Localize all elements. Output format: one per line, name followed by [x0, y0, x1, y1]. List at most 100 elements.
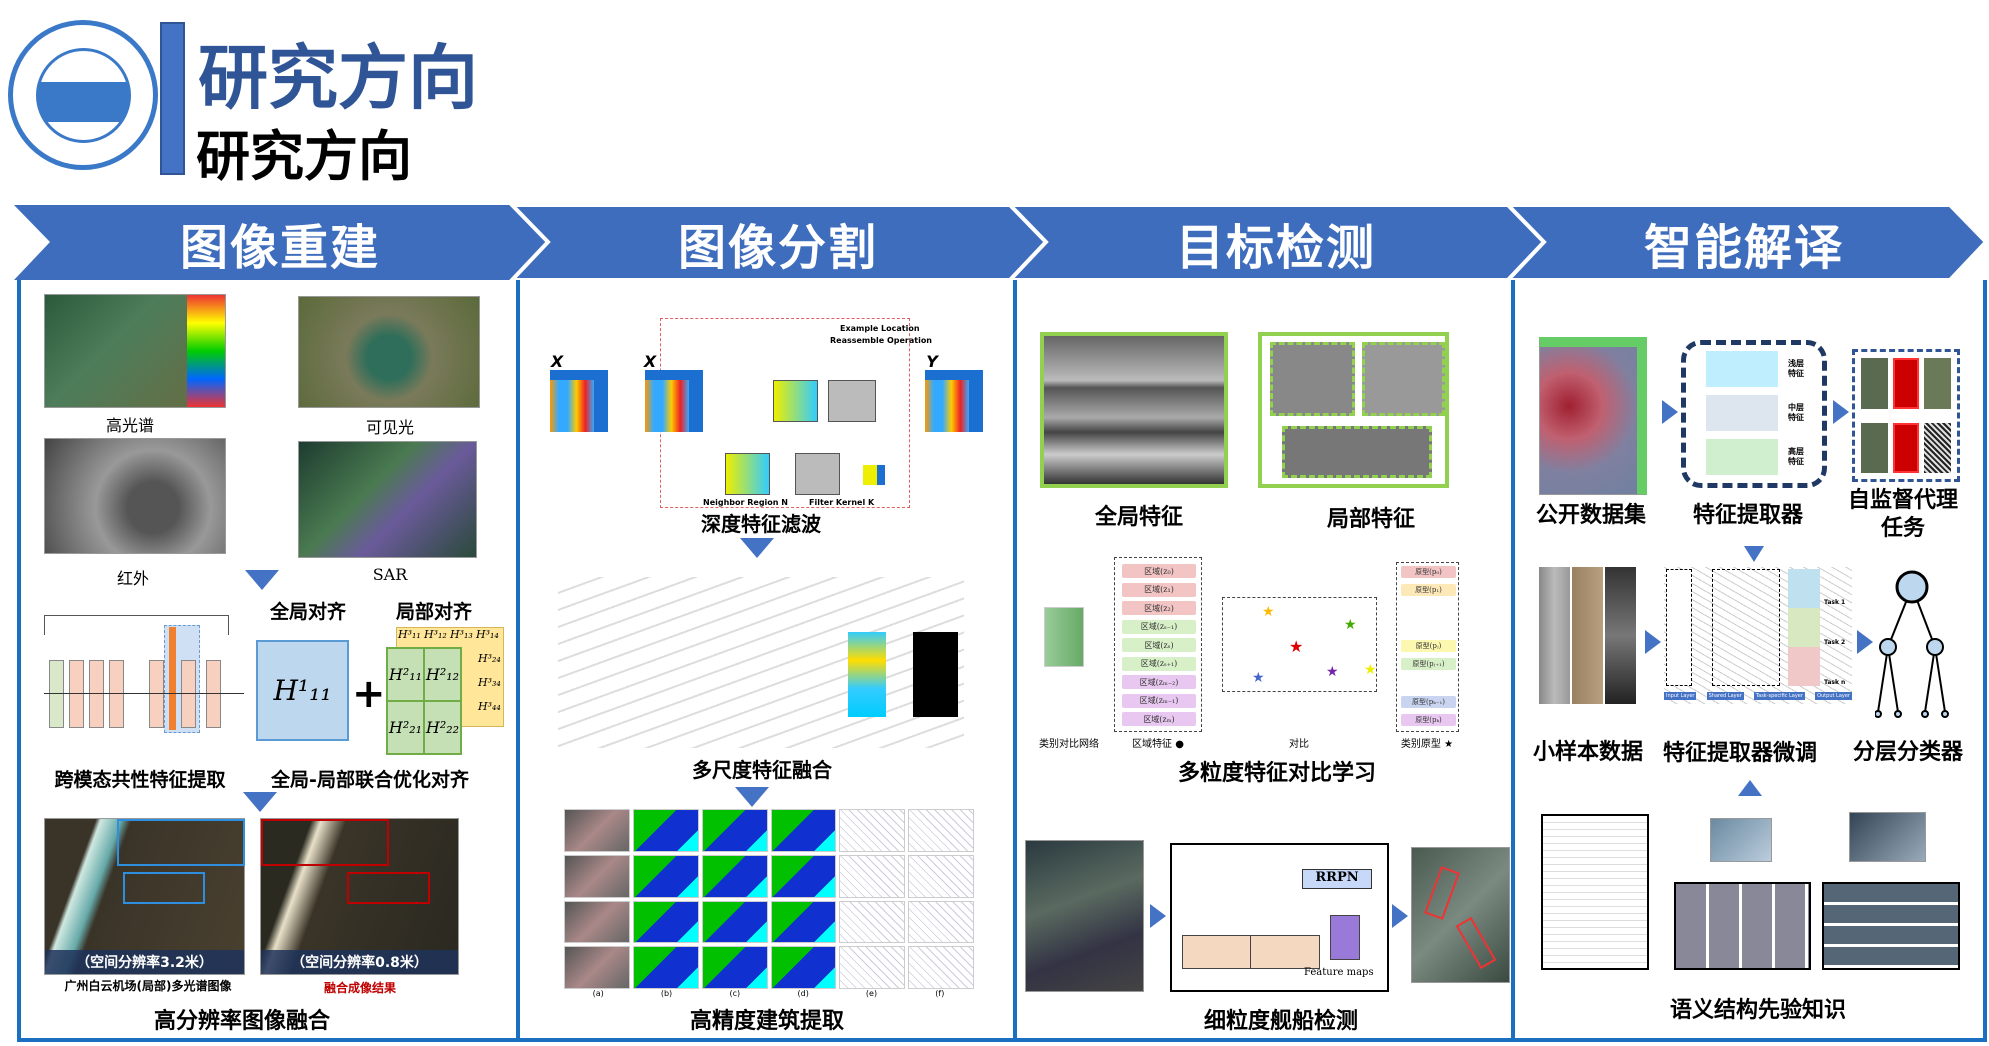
blue-star-icon: ★ [1252, 670, 1265, 686]
label-local-feature: 局部特征 [1326, 507, 1416, 532]
label-small-sample: 小样本数据 [1532, 740, 1644, 765]
region-feature-row: 区域(z₂) [1122, 601, 1196, 615]
yellow-star-icon: ★ [1262, 604, 1275, 620]
global-feature-box [1040, 332, 1228, 488]
segmentation-tile [632, 809, 699, 852]
segmentation-tile [564, 900, 630, 944]
label-class-contrast-net: 类别对比网络 [1039, 739, 1099, 750]
aircraft-category-grid [1674, 882, 1811, 970]
building-extraction-grid [564, 809, 974, 989]
region-feature-row: 区域(zₛ₋₁) [1122, 619, 1196, 634]
segmentation-tile [839, 900, 906, 944]
arrow-right-icon [1392, 904, 1408, 928]
page-title: 研究方向 [198, 37, 478, 119]
prototype-row: 原型(pⱼ) [1401, 640, 1456, 652]
title-accent-bar [160, 22, 185, 175]
arrow-right-icon [1645, 630, 1661, 654]
label-rrpn: RRPN [1302, 869, 1372, 889]
label-finetune: 特征提取器微调 [1662, 741, 1818, 766]
label-feature-extractor: 特征提取器 [1692, 503, 1804, 528]
label-multiscale-fusion: 多尺度特征融合 [692, 758, 832, 782]
semantic-tree-document [1541, 814, 1649, 970]
prototype-row: 原型(p₁) [1401, 584, 1456, 596]
contrastive-diagram: 区域(z₀)区域(z₁)区域(z₂)区域(zₛ₋₁)区域(zₛ)区域(zₛ₊₁)… [1034, 552, 1459, 750]
banner-image-reconstruction: 图像重建 [179, 219, 380, 276]
title-high-res-fusion: 高分辨率图像融合 [153, 1009, 331, 1034]
arrow-right-icon [1833, 400, 1849, 424]
university-logo [8, 20, 158, 170]
segmentation-tile [632, 946, 699, 989]
segmentation-tile [908, 900, 974, 944]
global-align-box: H¹₁₁ [256, 640, 349, 741]
label-task-1: Task 1 [1824, 599, 1846, 606]
h11-label: H¹₁₁ [273, 674, 332, 707]
label-class-prototype: 类别原型 ★ [1400, 739, 1454, 750]
label-visible: 可见光 [365, 418, 415, 437]
label-y: Y [926, 352, 938, 371]
label-proxy-task: 任务 [1880, 516, 1926, 541]
prototype-row: 原型(pₖ₋₁) [1401, 696, 1456, 708]
multitask-network: Task 1 Task 2 Task n Input Layer Shared … [1664, 567, 1852, 704]
label-feature-maps: Feature maps [1304, 967, 1374, 978]
label-feature-extraction: 跨模态共性特征提取 [54, 769, 226, 791]
panel-interpretation [1511, 280, 1987, 1042]
label-mid-features: 中层特征 [1788, 403, 1804, 422]
harbor-image [1025, 840, 1144, 992]
segmentation-tile [770, 900, 837, 944]
chevron-4 [1505, 205, 1989, 280]
arrow-up-icon [1738, 780, 1762, 796]
label-output-layer: Output Layer [1815, 692, 1852, 700]
arrow-down-icon [735, 787, 769, 807]
arrow-right-icon [1857, 630, 1873, 654]
banner-intelligent-interpretation: 智能解译 [1643, 219, 1844, 276]
prototype-row: 原型(pₖ) [1401, 714, 1456, 726]
public-dataset-cube [1539, 337, 1647, 495]
label-hyperspectral: 高光谱 [105, 416, 155, 435]
segmentation-tile [564, 946, 630, 989]
legend-reassemble: Reassemble Operation [830, 336, 933, 345]
title-semantic-prior: 语义结构先验知识 [1669, 998, 1847, 1023]
column-label: (f) [935, 989, 945, 998]
segmentation-tile [564, 809, 630, 852]
purple-star-icon: ★ [1326, 664, 1339, 680]
prototype-row: 原型(pⱼ₊₁) [1401, 658, 1456, 670]
segmentation-tile [632, 900, 699, 944]
h3-cell: H³₁₁ [398, 628, 421, 641]
chevron-1 [14, 205, 548, 280]
h2-cell: H²₁₂ [424, 648, 461, 701]
plus-icon: + [352, 671, 386, 717]
h3-cell: H³₁₄ [476, 628, 499, 641]
chevron-3 [1007, 205, 1547, 280]
segmentation-tile [908, 809, 974, 852]
hierarchical-tree-icon [1875, 570, 1949, 718]
yellow-star-icon: ★ [1364, 662, 1377, 678]
label-hierarchical-classifier: 分层分类器 [1852, 740, 1964, 765]
resolution-low: （空间分辨率3.2米） [45, 950, 244, 974]
deep-filter-diagram: X X Example Location Reassemble Operatio… [545, 305, 983, 508]
label-filter-kernel: Filter Kernel K [809, 498, 875, 507]
segmentation-tile [632, 854, 699, 898]
segmentation-tile [701, 946, 768, 989]
label-neighbor-region: Neighbor Region N [703, 498, 788, 507]
caption-multispectral: 广州白云机场(局部)多光谱图像 [64, 979, 232, 993]
label-x-prime: X [643, 352, 657, 371]
banner-object-detection: 目标检测 [1175, 219, 1376, 276]
label-sar: SAR [372, 565, 408, 584]
region-feature-row: 区域(z₀) [1122, 564, 1196, 578]
segmentation-tile [701, 900, 768, 944]
label-infrared: 红外 [116, 569, 150, 588]
region-feature-row: 区域(zₘ₋₁) [1122, 693, 1196, 708]
label-local-align: 局部对齐 [395, 601, 473, 623]
column-label: (d) [797, 989, 809, 998]
label-multigranularity: 多粒度特征对比学习 [1177, 761, 1377, 786]
label-joint-align: 全局-局部联合优化对齐 [271, 769, 469, 791]
sar-image [298, 441, 477, 558]
label-global-feature: 全局特征 [1094, 505, 1184, 530]
label-shared-layer: Shared Layer [1706, 692, 1744, 700]
caption-fusion: 融合成像结果 [323, 981, 397, 995]
ship-sample-image [1849, 812, 1926, 862]
resolution-high: （空间分辨率0.8米） [261, 950, 458, 974]
region-feature-row: 区域(zₛ₊₁) [1122, 656, 1196, 671]
page-subtitle: 研究方向 [196, 125, 412, 188]
column-label: (c) [729, 989, 741, 998]
